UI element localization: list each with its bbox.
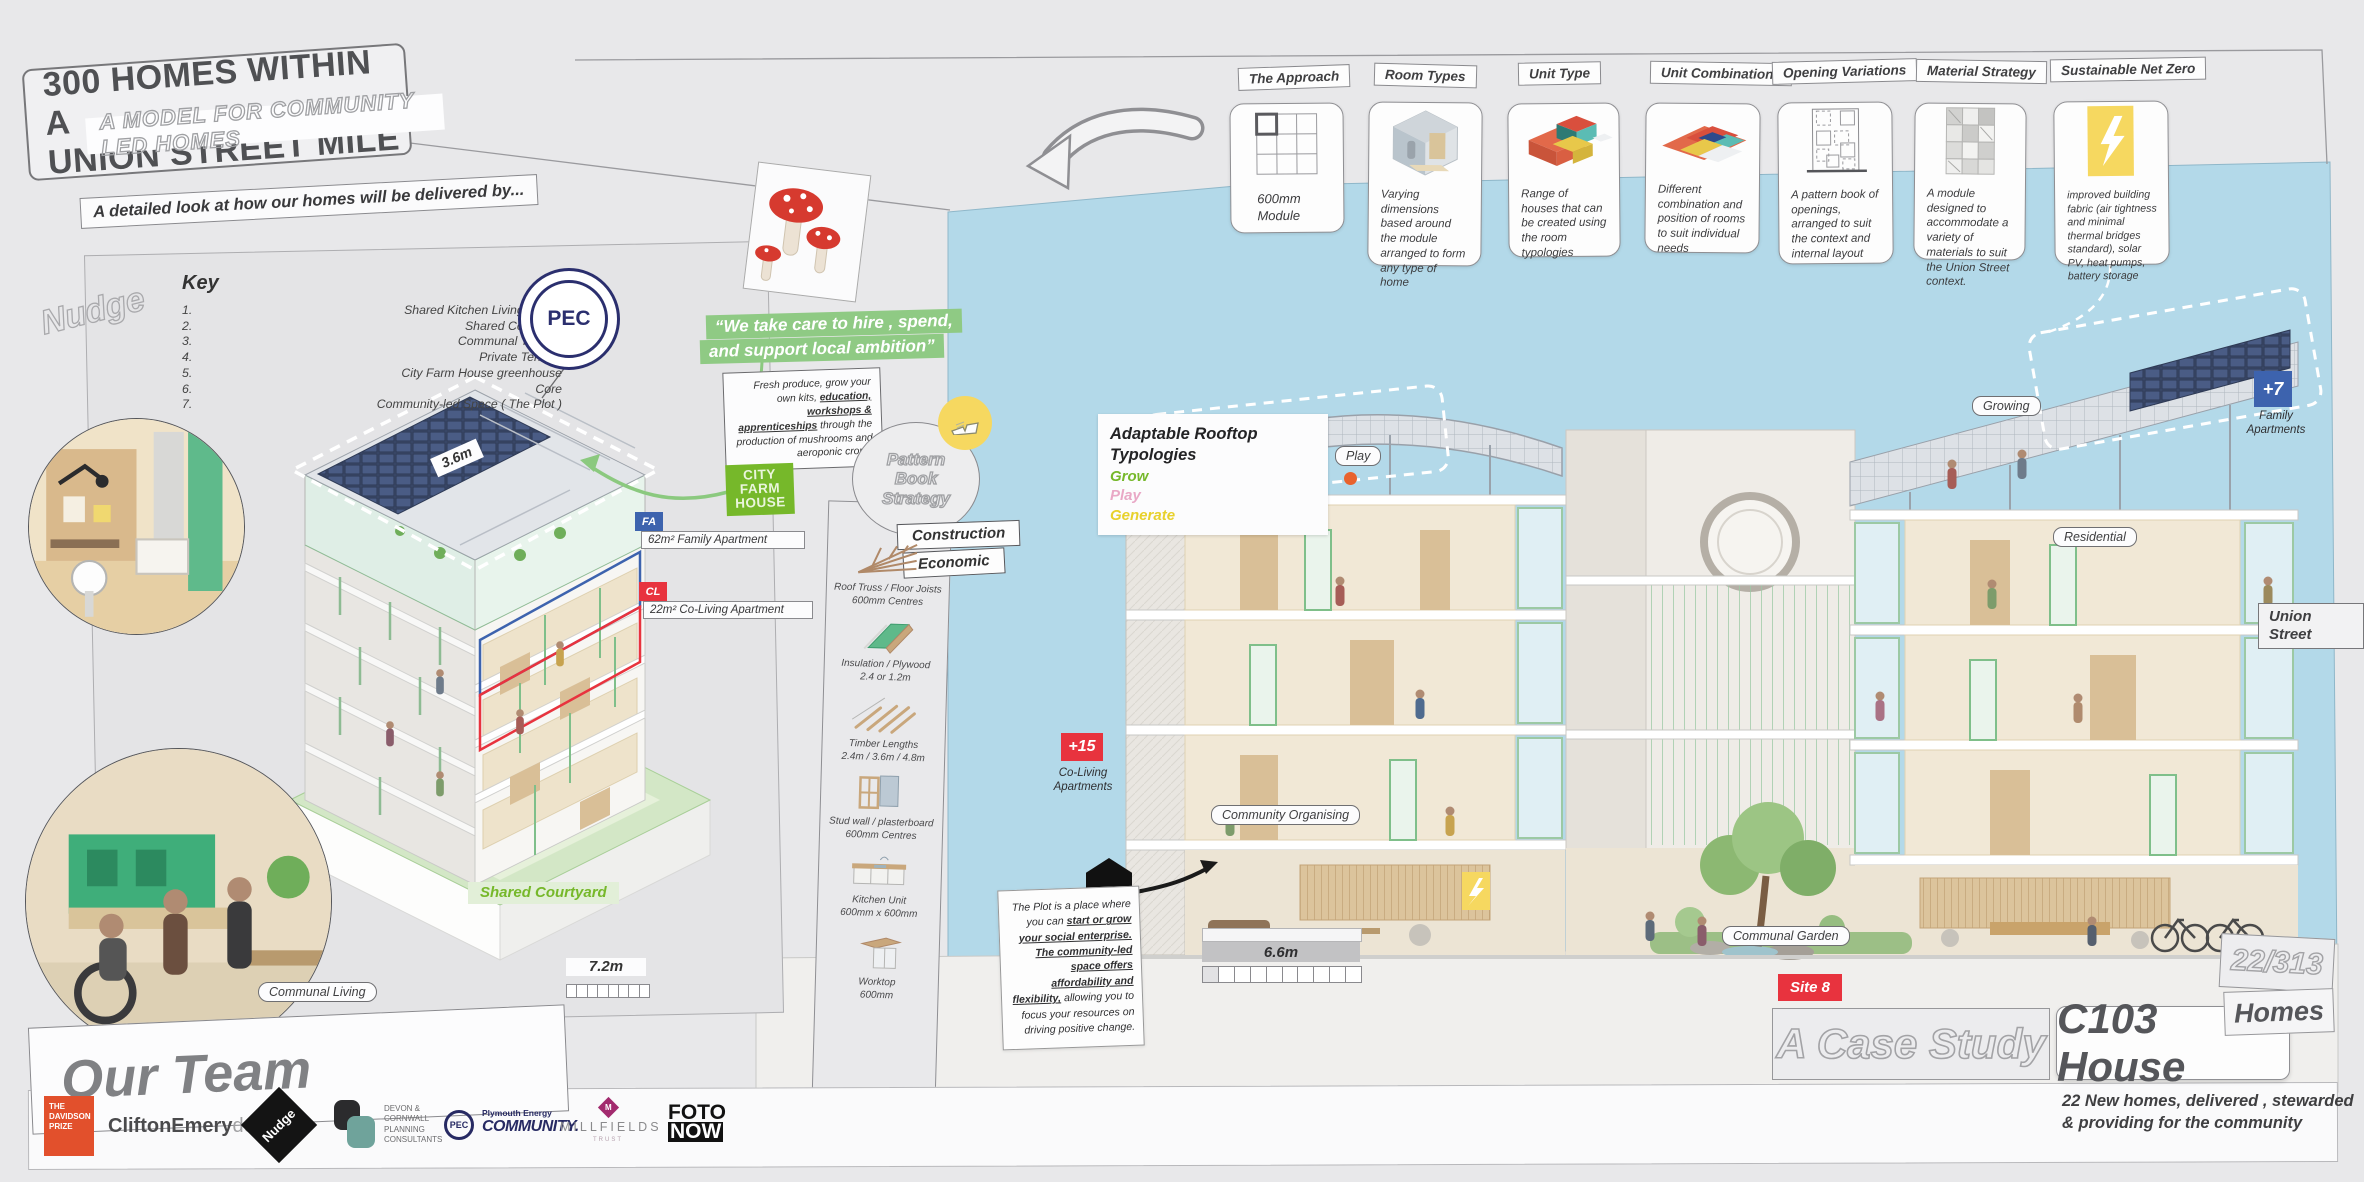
millfields-logo: M MILLFIELDS TRUST [560, 1096, 659, 1143]
communal-living-photo [25, 748, 332, 1055]
communal-living-label: Communal Living [258, 982, 377, 1002]
big-arrow-icon [1025, 107, 1205, 191]
the-plot-description: The Plot is a place where you can start … [997, 885, 1145, 1051]
lightning-icon [2087, 105, 2134, 177]
key-panel: Key 1.Shared Kitchen Living Dining 2.Sha… [182, 272, 562, 413]
card-the-approach: 600mm Module [1229, 102, 1345, 234]
pec-roundel: PEC [518, 268, 620, 370]
rooftop-play: Play [1110, 487, 1141, 505]
worktop-icon [851, 931, 904, 979]
key-item: 5.City Farm House greenhouse [182, 365, 562, 380]
key-item: 1.Shared Kitchen Living Dining [182, 303, 562, 317]
book-icon [938, 396, 992, 450]
shared-courtyard-label: Shared Courtyard [468, 882, 619, 904]
plus15-badge: +15 [1061, 733, 1103, 761]
rooftop-grow: Grow [1110, 467, 1149, 485]
rooftop-title: Adaptable Rooftop Typologies [1110, 425, 1258, 465]
city-farm-house-badge: CITY FARM HOUSE [725, 462, 795, 516]
tab-sustainable-net-zero: Sustainable Net Zero [2049, 56, 2207, 83]
kitchen-unit-icon [845, 849, 914, 896]
family-apartment-tag: FA [635, 512, 663, 531]
residential-label: Residential [2053, 527, 2137, 547]
union-street-label: Union Street [2258, 603, 2364, 649]
card-room-types: Varying dimensions based around the modu… [1367, 101, 1483, 289]
module-grid-icon [1255, 112, 1318, 175]
family-apartment-label: 62m² Family Apartment [641, 531, 805, 549]
co-living-tag: CL [639, 582, 667, 601]
site-8-badge: Site 8 [1778, 974, 1842, 1001]
rooftop-typologies-card: Adaptable Rooftop Typologies Grow Play G… [1098, 414, 1328, 536]
stud-wall-icon [853, 771, 910, 820]
homes-count-box: 22/313 [2218, 933, 2336, 993]
fotonow-logo: FOTO NOW [668, 1101, 726, 1144]
roof-dashed-outline [288, 375, 662, 572]
play-label: Play [1335, 446, 1382, 466]
key-item: 4.Private Terrace [182, 350, 562, 365]
roof-truss-icon [856, 537, 921, 582]
key-item: 3.Communal Terrace [182, 334, 562, 349]
rooftop-generate: Generate [1110, 506, 1176, 524]
co-living-apartments-label: Co-Living Apartments [1053, 767, 1113, 794]
iso-room-icon [1392, 110, 1458, 176]
card-material-strategy: A module designed to accommodate a varie… [1913, 102, 2027, 288]
iso-units-icon [1528, 115, 1613, 167]
key-heading: Key [182, 272, 219, 294]
key-item: 7.Community-led Space ( The Plot ) [182, 397, 562, 412]
base-dimension-label: 7.2m [566, 958, 646, 976]
family-apartments-label: Family Apartments [2246, 410, 2306, 437]
tab-room-types: Room Types [1373, 62, 1477, 89]
section-drawing-illustration [1120, 287, 2323, 960]
section-dimension-bar: 6.6m [1202, 942, 1360, 962]
homes-word-box: Homes [2223, 988, 2335, 1036]
case-study-subtitle: 22 New homes, delivered , stewarded & pr… [2062, 1092, 2354, 1133]
case-study-box: A Case Study [1772, 1008, 2050, 1080]
tab-the-approach: The Approach [1237, 64, 1351, 91]
material-swatch-icon [1945, 107, 1996, 175]
tab-material-strategy: Material Strategy [1915, 58, 2047, 85]
axonometric-building-illustration [288, 375, 712, 961]
mushroom-icon [755, 188, 841, 281]
flat-plan-icon [1662, 126, 1747, 163]
growing-label: Growing [1972, 396, 2041, 416]
basketball-icon [1344, 472, 1357, 485]
key-item: 2.Shared Courtyard [182, 318, 562, 333]
card-opening-variations: A pattern book of openings, arranged to … [1777, 101, 1894, 265]
tab-unit-type: Unit Type [1517, 61, 1602, 86]
plus7-badge: +7 [2254, 371, 2292, 407]
card-unit-type: Range of houses that can be created usin… [1507, 102, 1621, 259]
scale-bar [566, 984, 650, 998]
c103-house-box: C103 House [2056, 995, 2290, 1090]
facade-openings-icon [1806, 108, 1867, 173]
key-item: 6.Core [182, 381, 562, 396]
room-interior-photo [28, 418, 245, 635]
card-sustainable-net-zero: improved building fabric (air tightness … [2053, 100, 2170, 283]
section-scale-strip [1202, 928, 1362, 942]
card-unit-combinations: Different combination and position of ro… [1644, 102, 1761, 255]
community-organising-label: Community Organising [1211, 805, 1361, 825]
communal-garden-label: Communal Garden [1722, 926, 1850, 946]
mushroom-illustration-card [742, 161, 872, 303]
tab-opening-variations: Opening Variations [1771, 58, 1918, 85]
co-living-label: 22m² Co-Living Apartment [643, 601, 813, 619]
timber-icon [850, 695, 919, 742]
insulation-icon [854, 615, 919, 662]
section-scale-bar [1202, 966, 1362, 983]
